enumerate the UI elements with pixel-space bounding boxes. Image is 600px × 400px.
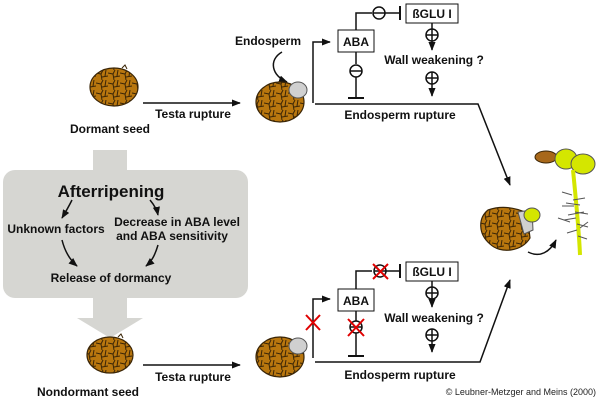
decrease-aba-label-2: and ABA sensitivity xyxy=(116,229,228,243)
copyright-notice: © Leubner-Metzger and Meins (2000) xyxy=(446,387,596,397)
top-aba-bglu-line xyxy=(355,12,372,30)
top-wall-weakening-label: Wall weakening ? xyxy=(384,53,484,67)
endosperm-pointer-label: Endosperm xyxy=(235,34,301,48)
block-x-icon-3 xyxy=(347,318,365,337)
top-aba-label: ABA xyxy=(343,35,369,49)
bottom-endosperm-rupture-arrow xyxy=(315,279,511,363)
top-testa-ruptured-seed xyxy=(255,81,308,123)
plus-cross xyxy=(426,29,438,41)
arrow-to-unknown xyxy=(61,199,73,219)
nondormant-seed xyxy=(86,333,134,374)
bottom-testa-ruptured-seed xyxy=(255,336,308,378)
panel-arrow-top xyxy=(93,150,127,170)
top-bglu-label: ßGLU I xyxy=(412,7,451,21)
germinating-radicle xyxy=(523,207,541,223)
top-aba-arrow xyxy=(312,38,331,103)
plus-cross xyxy=(426,72,438,84)
plus-cross xyxy=(426,287,438,299)
bottom-aba-arrow xyxy=(312,295,331,358)
arrow-to-decrease xyxy=(149,199,160,216)
seedling xyxy=(534,148,596,256)
bottom-aba-bglu-line xyxy=(355,270,372,289)
seedling-stem xyxy=(571,169,582,256)
bottom-bglu-label: ßGLU I xyxy=(412,265,451,279)
arrow-decrease-to-release xyxy=(145,244,159,267)
seedling-cotyledon-right xyxy=(570,153,596,175)
dormant-seed-body xyxy=(89,67,139,107)
decrease-aba-label-1: Decrease in ABA level xyxy=(114,215,240,229)
endosperm-pointer-arrow xyxy=(272,51,288,83)
bottom-aba-label: ABA xyxy=(343,294,369,308)
nondormant-seed-body xyxy=(86,336,134,374)
afterripening-title: Afterripening xyxy=(58,182,165,201)
top-endosperm-rupture-label: Endosperm rupture xyxy=(344,108,456,122)
nondormant-seed-tip xyxy=(117,333,124,339)
top-endosperm-rupture-arrow xyxy=(315,103,511,186)
release-dormancy-label: Release of dormancy xyxy=(51,271,172,285)
block-x-icon-2 xyxy=(372,263,389,280)
dormant-seed-tip xyxy=(121,64,128,70)
germinating-seed-body xyxy=(480,206,531,251)
panel-arrow-down xyxy=(77,298,143,338)
arrow-unknown-to-release xyxy=(61,239,78,267)
seedling-seed-coat xyxy=(534,150,558,164)
bottom-testa-label: Testa rupture xyxy=(155,370,231,384)
dormant-seed-label: Dormant seed xyxy=(70,122,150,136)
plus-cross xyxy=(426,329,438,341)
seedling-root-hairs xyxy=(557,191,589,240)
bottom-wall-weakening-label: Wall weakening ? xyxy=(384,311,484,325)
top-testa-label: Testa rupture xyxy=(155,107,231,121)
bottom-endosperm-cap xyxy=(288,337,308,355)
dormant-seed xyxy=(89,64,139,107)
unknown-factors-label: Unknown factors xyxy=(7,222,105,236)
afterripening-panel xyxy=(3,170,248,298)
germinating-seed xyxy=(480,206,541,251)
block-x-icon-1 xyxy=(305,314,321,331)
growth-arrow xyxy=(527,239,557,256)
nondormant-seed-label: Nondormant seed xyxy=(37,385,139,399)
top-endosperm-cap xyxy=(288,81,308,99)
bottom-endosperm-rupture-label: Endosperm rupture xyxy=(344,368,456,382)
